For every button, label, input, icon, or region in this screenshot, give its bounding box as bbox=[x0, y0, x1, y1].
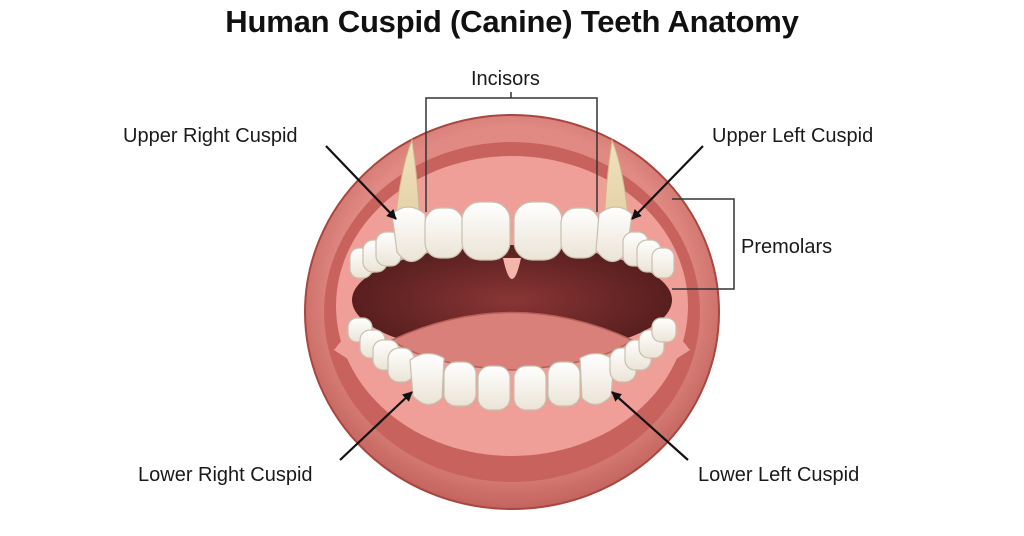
lower-right-cuspid-label: Lower Right Cuspid bbox=[138, 464, 313, 486]
upper-right-cuspid-arrow bbox=[325, 145, 397, 220]
tongue bbox=[390, 311, 634, 371]
lower-left-cuspid-label: Lower Left Cuspid bbox=[698, 464, 860, 486]
uvula bbox=[503, 258, 521, 279]
upper-left-cuspid-root bbox=[603, 138, 630, 226]
premolars-label: Premolars bbox=[741, 236, 833, 258]
lower-teeth bbox=[347, 317, 677, 411]
upper-left-cuspid-label: Upper Left Cuspid bbox=[712, 125, 874, 147]
diagram-title: Human Cuspid (Canine) Teeth Anatomy bbox=[225, 4, 799, 39]
upper-right-cuspid-label: Upper Right Cuspid bbox=[123, 125, 298, 147]
lower-left-cuspid-arrow bbox=[611, 391, 689, 461]
premolars-bracket bbox=[672, 198, 735, 290]
upper-left-cuspid-arrow bbox=[631, 145, 704, 220]
upper-teeth bbox=[349, 201, 675, 279]
lower-right-cuspid-arrow bbox=[339, 391, 413, 461]
upper-right-cuspid-root bbox=[394, 138, 421, 226]
incisors-label: Incisors bbox=[471, 68, 540, 90]
